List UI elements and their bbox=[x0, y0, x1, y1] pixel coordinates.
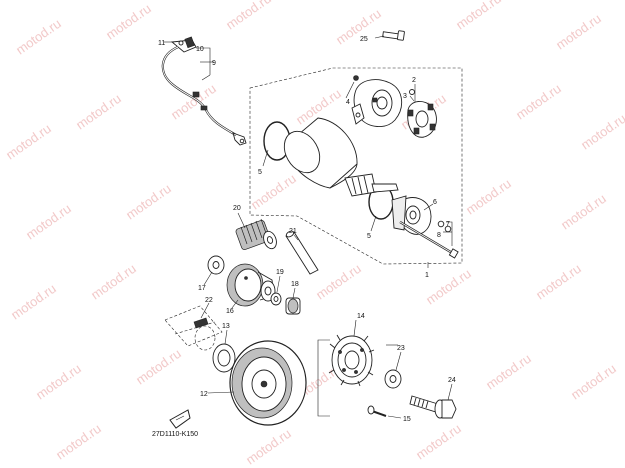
watermark: motod.ru bbox=[313, 261, 364, 303]
starter-motor-yoke bbox=[283, 117, 399, 197]
watermark: motod.ru bbox=[553, 11, 604, 53]
idler-gear-20 bbox=[235, 218, 277, 250]
starter-cable bbox=[161, 36, 247, 146]
callout-21: 21 bbox=[289, 228, 297, 235]
callout-5-lower: 5 bbox=[367, 233, 371, 240]
watermark: motod.ru bbox=[33, 361, 84, 403]
watermark: motod.ru bbox=[533, 261, 584, 303]
callout-19: 19 bbox=[276, 269, 284, 276]
washer-17 bbox=[207, 255, 225, 275]
callout-4: 4 bbox=[346, 99, 350, 106]
watermark: motod.ru bbox=[88, 261, 139, 303]
watermark: motod.ru bbox=[483, 351, 534, 393]
callout-13: 13 bbox=[222, 323, 230, 330]
watermark: motod.ru bbox=[223, 0, 274, 32]
washer-19 bbox=[270, 292, 282, 306]
callout-7: 7 bbox=[446, 221, 450, 228]
callout-14: 14 bbox=[357, 313, 365, 320]
watermark: motod.ru bbox=[333, 6, 384, 48]
watermark: motod.ru bbox=[453, 0, 504, 32]
alignment-guides bbox=[317, 339, 398, 417]
callout-5-upper: 5 bbox=[258, 169, 262, 176]
key-22 bbox=[193, 317, 209, 329]
watermark: motod.ru bbox=[423, 266, 474, 308]
callout-9: 9 bbox=[212, 60, 216, 67]
callout-22: 22 bbox=[205, 297, 213, 304]
watermark: motod.ru bbox=[103, 1, 154, 43]
watermark: motod.ru bbox=[73, 91, 124, 133]
watermark: motod.ru bbox=[413, 421, 464, 463]
watermark: motod.ru bbox=[243, 426, 294, 468]
callout-labels: 11 10 9 25 4 2 3 5 5 6 7 8 1 20 21 17 16… bbox=[158, 36, 456, 423]
callout-12: 12 bbox=[200, 391, 208, 398]
long-bolts-7-8 bbox=[399, 220, 459, 259]
front-direction-icon bbox=[169, 409, 191, 429]
callout-24: 24 bbox=[448, 377, 456, 384]
callout-6: 6 bbox=[433, 199, 437, 206]
watermark: motod.ru bbox=[13, 16, 64, 58]
watermark: motod.ru bbox=[123, 181, 174, 223]
watermark: motod.ru bbox=[463, 176, 514, 218]
rear-cover-4 bbox=[351, 75, 402, 127]
crankshaft-stub bbox=[164, 305, 223, 351]
leader-lines bbox=[164, 35, 453, 419]
callout-20: 20 bbox=[233, 205, 241, 212]
watermark: motod.ru bbox=[568, 361, 619, 403]
starter-wheel-gear-12 bbox=[229, 340, 307, 426]
watermark: motod.ru bbox=[53, 421, 104, 463]
watermark: motod.ru bbox=[248, 171, 299, 213]
screw-15 bbox=[367, 405, 387, 417]
callout-25: 25 bbox=[360, 36, 368, 43]
washer-23 bbox=[384, 369, 402, 389]
watermark: motod.ru bbox=[133, 346, 184, 388]
starter-assembly-boundary bbox=[249, 67, 463, 265]
callout-2: 2 bbox=[412, 77, 416, 84]
bearing-18 bbox=[285, 297, 301, 315]
idler-gear-16 bbox=[226, 263, 276, 307]
callout-17: 17 bbox=[198, 285, 206, 292]
brush-holder-2 bbox=[407, 89, 437, 138]
callout-18: 18 bbox=[291, 281, 299, 288]
callout-15: 15 bbox=[403, 416, 411, 423]
watermark: motod.ru bbox=[8, 281, 59, 323]
watermark: motod.ru bbox=[558, 191, 609, 233]
watermark: motod.ru bbox=[3, 121, 54, 163]
callout-8: 8 bbox=[437, 232, 441, 239]
watermark: motod.ru bbox=[513, 81, 564, 123]
starter-clutch-14 bbox=[328, 334, 375, 387]
watermark: motod.ru bbox=[23, 201, 74, 243]
bolt-25 bbox=[382, 30, 405, 41]
flange-bolt-24 bbox=[409, 395, 457, 419]
shaft-21 bbox=[285, 230, 319, 275]
watermark: motod.ru bbox=[578, 111, 625, 153]
callout-16: 16 bbox=[226, 308, 234, 315]
watermark-layer: motod.ru motod.ru motod.ru motod.ru moto… bbox=[3, 0, 625, 467]
drawing-code: 27D1110-K150 bbox=[152, 431, 198, 438]
callout-23: 23 bbox=[397, 345, 405, 352]
callout-11: 11 bbox=[158, 40, 165, 47]
callout-3: 3 bbox=[403, 93, 407, 100]
washer-13 bbox=[212, 343, 236, 373]
callout-1: 1 bbox=[425, 272, 429, 279]
callout-10: 10 bbox=[196, 46, 204, 53]
